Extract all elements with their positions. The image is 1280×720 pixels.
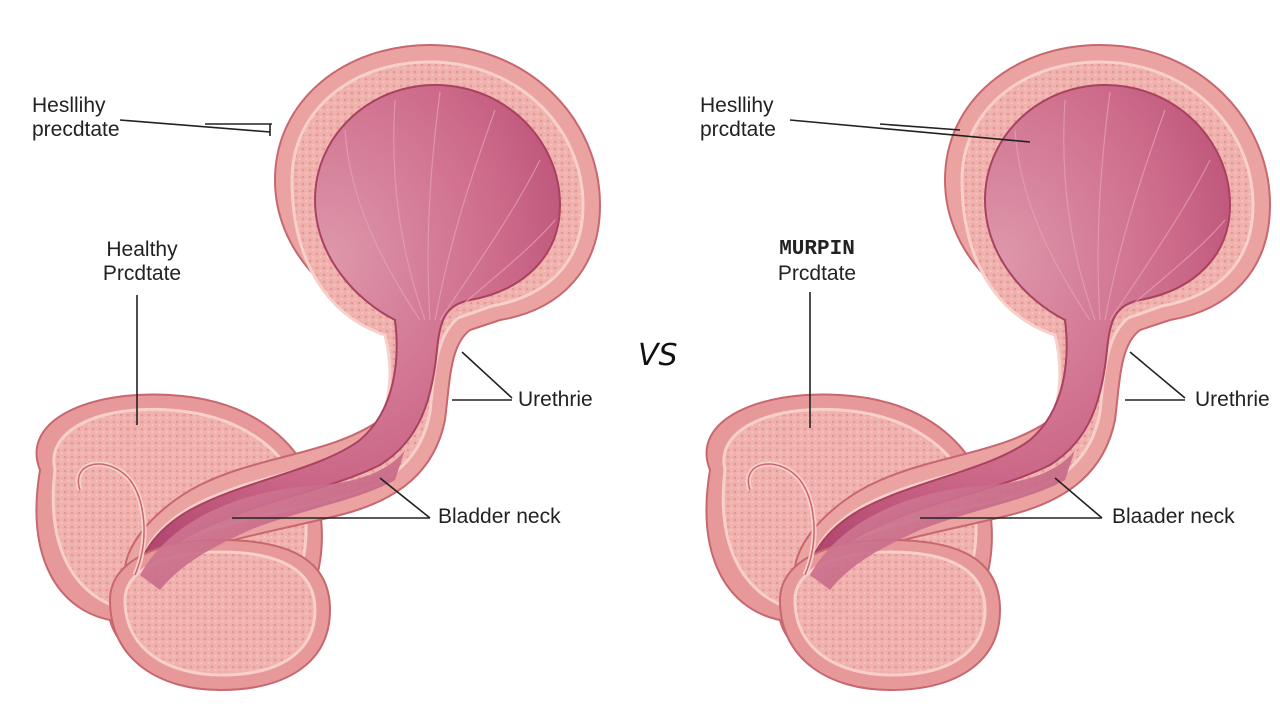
left-mid-label-line1: Healthy bbox=[106, 238, 178, 261]
leader-lines-right bbox=[789, 119, 1186, 519]
healthy-prostate-illustration bbox=[36, 45, 600, 690]
enlarged-prostate-illustration bbox=[706, 45, 1270, 690]
left-top-label-line1: Hesllihy bbox=[32, 94, 106, 117]
left-neck-label: Bladder neck bbox=[438, 505, 561, 528]
right-mid-label-line2: Prcdtate bbox=[777, 262, 857, 285]
right-top-label: Hesllihy prcdtate bbox=[700, 94, 776, 142]
left-top-label-line2: precdtate bbox=[32, 118, 120, 141]
left-mid-label-line2: Prcdtate bbox=[102, 262, 182, 285]
right-neck-label: Blaader neck bbox=[1112, 505, 1235, 528]
left-mid-label: Healthy Prcdtate bbox=[92, 238, 192, 286]
leader-lines-left bbox=[119, 119, 513, 519]
right-urethra-label: Urethrie bbox=[1195, 388, 1270, 411]
right-top-label-line2: prcdtate bbox=[700, 118, 776, 141]
right-mid-label: MURPIN Prcdtate bbox=[762, 238, 872, 286]
left-top-label: Hesllihy precdtate bbox=[32, 94, 120, 142]
left-urethra-label: Urethrie bbox=[518, 388, 593, 411]
vs-label: VS bbox=[638, 338, 678, 373]
right-mid-label-line1: MURPIN bbox=[779, 238, 855, 261]
right-top-label-line1: Hesllihy bbox=[700, 94, 774, 117]
